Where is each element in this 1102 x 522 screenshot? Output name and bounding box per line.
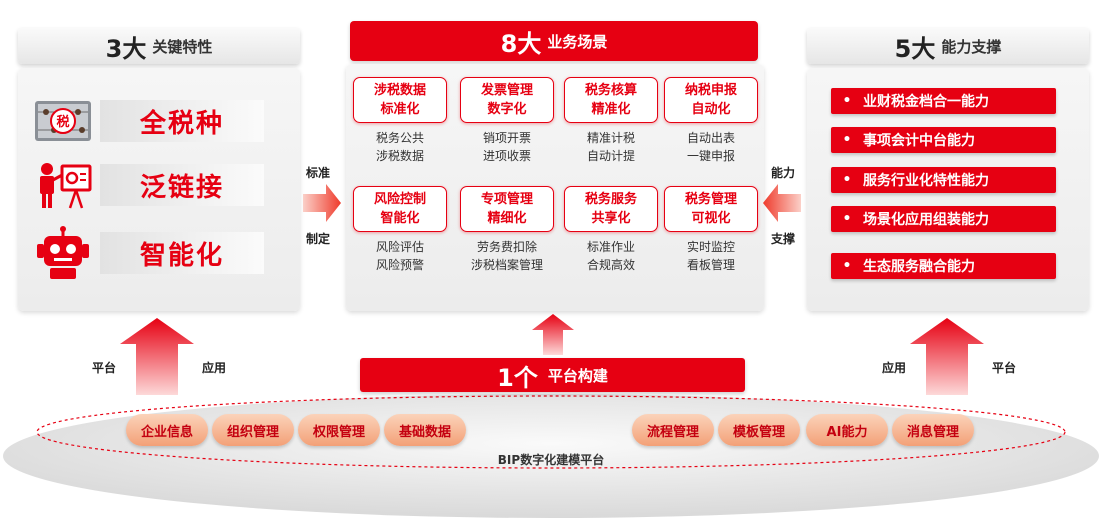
scene-title: 纳税申报 自动化	[664, 77, 758, 123]
feature-label: 智能化	[100, 232, 264, 274]
ability-item: • 生态服务融合能力	[831, 253, 1056, 279]
scene-title: 税务管理 可视化	[664, 186, 758, 232]
feature-all-tax: 税 全税种	[32, 96, 264, 146]
ability-label: 服务行业化特性能力	[863, 170, 989, 190]
scene-title: 税务服务 共享化	[564, 186, 658, 232]
ability-label: 事项会计中台能力	[863, 130, 975, 150]
scene-service: 税务服务 共享化 标准作业 合规高效	[564, 186, 658, 274]
module-org-management: 组织管理	[212, 414, 294, 446]
platform-build-bar: 1个 平台构建	[360, 358, 745, 392]
feature-intelligence: 智能化	[32, 228, 264, 278]
scene-desc: 销项开票 进项收票	[460, 129, 554, 165]
connector-define: 制定	[306, 230, 330, 247]
key-features-title: 关键特性	[152, 36, 212, 57]
key-features-count: 3大	[106, 29, 147, 64]
bullet: •	[831, 258, 863, 274]
module-base-data: 基础数据	[384, 414, 466, 446]
feature-label: 全税种	[100, 100, 264, 142]
application-label-left: 应用	[202, 359, 226, 376]
bullet: •	[831, 93, 863, 109]
bullet: •	[831, 172, 863, 188]
scene-special: 专项管理 精细化 劳务费扣除 涉税档案管理	[460, 186, 554, 274]
feature-label: 泛链接	[100, 164, 264, 206]
bullet: •	[831, 132, 863, 148]
platform-label-left-1: 平台	[92, 359, 116, 376]
platform-label-right-1: 平台	[992, 359, 1016, 376]
connector-ability: 能力	[771, 164, 795, 181]
scene-desc: 实时监控 看板管理	[664, 238, 758, 274]
scene-desc: 精准计税 自动计提	[564, 129, 658, 165]
ability-item: • 场景化应用组装能力	[831, 206, 1056, 232]
ability-label: 业财税金档合一能力	[863, 91, 989, 111]
module-template: 模板管理	[718, 414, 800, 446]
ability-item: • 事项会计中台能力	[831, 127, 1056, 153]
application-label-right: 应用	[882, 359, 906, 376]
ability-label: 场景化应用组装能力	[863, 209, 989, 229]
robot-icon	[32, 228, 94, 278]
scene-title: 专项管理 精细化	[460, 186, 554, 232]
scene-risk: 风险控制 智能化 风险评估 风险预警	[353, 186, 447, 274]
scene-title: 发票管理 数字化	[460, 77, 554, 123]
bullet: •	[831, 211, 863, 227]
key-features-header: 3大 关键特性	[18, 28, 300, 64]
business-scenes-title: 业务场景	[547, 31, 607, 52]
scene-title: 风险控制 智能化	[353, 186, 447, 232]
connector-standard: 标准	[306, 164, 330, 181]
ability-item: • 业财税金档合一能力	[831, 88, 1056, 114]
scene-tax-data: 涉税数据 标准化 税务公共 涉税数据	[353, 77, 447, 165]
module-enterprise-info: 企业信息	[126, 414, 208, 446]
platform-count: 1个	[497, 358, 538, 393]
scene-declaration: 纳税申报 自动化 自动出表 一键申报	[664, 77, 758, 165]
capability-count: 5大	[895, 29, 936, 64]
tax-abacus-icon: 税	[32, 96, 94, 146]
capability-title: 能力支撑	[941, 36, 1001, 57]
scene-desc: 自动出表 一键申报	[664, 129, 758, 165]
ability-item: • 服务行业化特性能力	[831, 167, 1056, 193]
scene-accounting: 税务核算 精准化 精准计税 自动计提	[564, 77, 658, 165]
module-process: 流程管理	[632, 414, 714, 446]
bip-platform-label: BIP数字化建模平台	[0, 451, 1102, 468]
scene-visual: 税务管理 可视化 实时监控 看板管理	[664, 186, 758, 274]
platform-title: 平台构建	[548, 365, 608, 386]
ability-label: 生态服务融合能力	[863, 256, 975, 276]
feature-wide-link: 泛链接	[32, 160, 264, 210]
module-message: 消息管理	[892, 414, 974, 446]
module-ai: AI能力	[806, 414, 888, 446]
capability-header: 5大 能力支撑	[807, 28, 1089, 64]
scene-title: 税务核算 精准化	[564, 77, 658, 123]
scene-title: 涉税数据 标准化	[353, 77, 447, 123]
connector-support: 支撑	[771, 230, 795, 247]
scene-desc: 劳务费扣除 涉税档案管理	[460, 238, 554, 274]
scene-desc: 税务公共 涉税数据	[353, 129, 447, 165]
module-permission: 权限管理	[298, 414, 380, 446]
business-scenes-count: 8大	[501, 24, 542, 59]
scene-invoice: 发票管理 数字化 销项开票 进项收票	[460, 77, 554, 165]
business-scenes-header: 8大 业务场景	[350, 21, 758, 61]
svg-text:税: 税	[56, 114, 69, 130]
presenter-icon	[32, 160, 94, 210]
scene-desc: 风险评估 风险预警	[353, 238, 447, 274]
scene-desc: 标准作业 合规高效	[564, 238, 658, 274]
